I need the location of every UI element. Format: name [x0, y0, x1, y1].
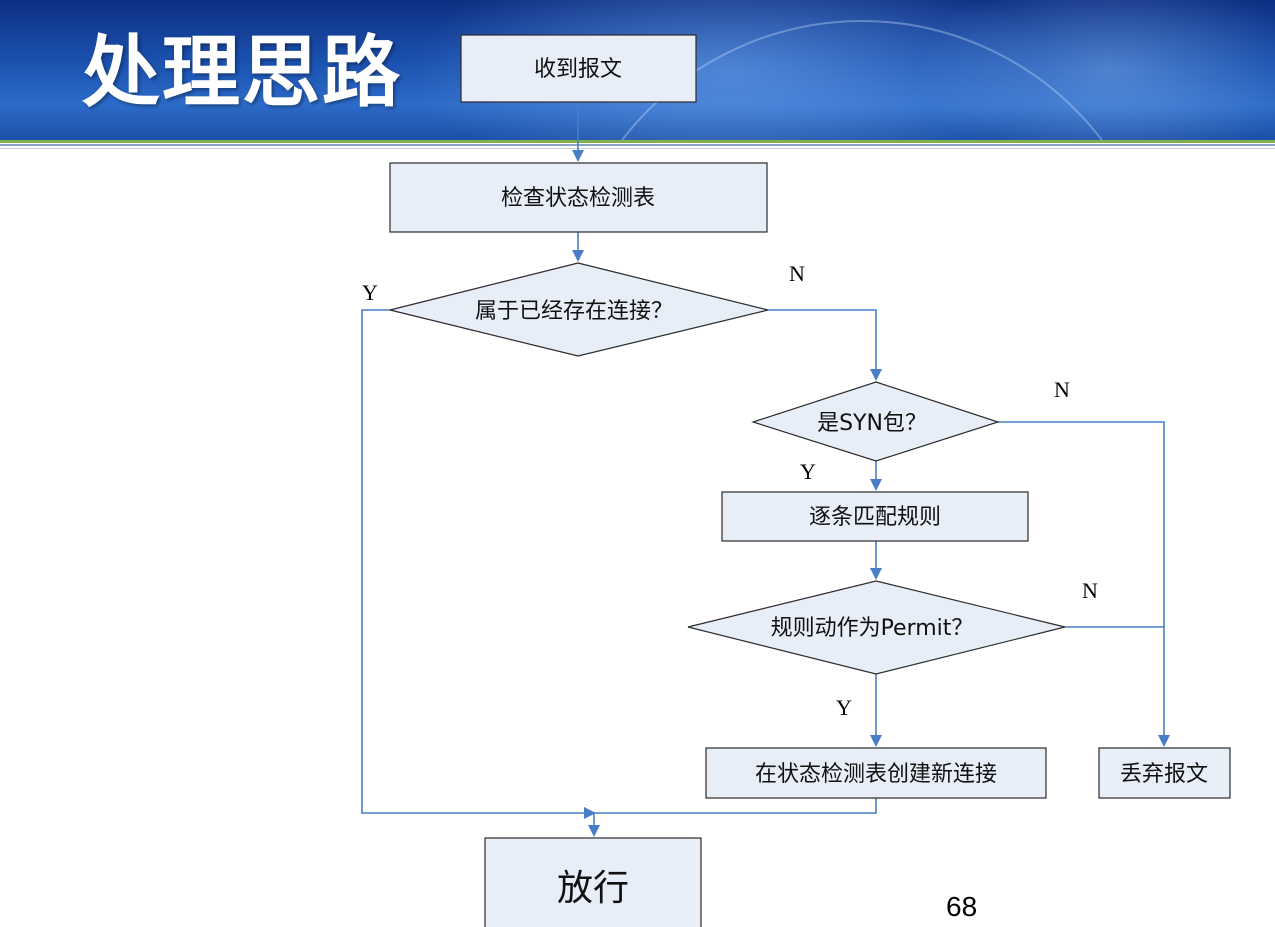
connector-syn-no-to-discard [998, 421, 1170, 747]
page-number: 68 [946, 891, 978, 922]
decision-existing-connection: 属于已经存在连接？ [389, 262, 769, 357]
connectors [361, 102, 1170, 837]
connector-existing-no-to-syn [768, 309, 882, 381]
node-pass-label: 放行 [557, 868, 629, 909]
node-create-connection-label: 在状态检测表创建新连接 [755, 762, 997, 787]
node-receive-label: 收到报文 [534, 57, 622, 82]
label-permit-no: N [1082, 578, 1098, 603]
header-rule-light [0, 148, 1275, 149]
decision-rule-permit-label: 规则动作为Permit？ [771, 616, 974, 641]
decision-existing-connection-label: 属于已经存在连接？ [475, 299, 673, 324]
label-syn-yes: Y [800, 459, 816, 484]
node-match-rules: 逐条匹配规则 [721, 491, 1029, 542]
node-check-table-label: 检查状态检测表 [501, 186, 655, 211]
label-permit-yes: Y [836, 695, 852, 720]
node-discard: 丢弃报文 [1098, 747, 1231, 799]
node-discard-label: 丢弃报文 [1120, 762, 1208, 787]
label-existing-yes: Y [362, 280, 378, 305]
label-syn-no: N [1054, 377, 1070, 402]
header-rule-green [0, 140, 1275, 143]
page-title: 处理思路 [82, 28, 403, 118]
decision-is-syn-label: 是SYN包？ [817, 411, 927, 436]
decision-rule-permit: 规则动作为Permit？ [687, 580, 1066, 675]
node-match-rules-label: 逐条匹配规则 [809, 505, 941, 530]
node-check-table: 检查状态检测表 [389, 162, 768, 233]
slide-header: 处理思路 [0, 0, 1275, 140]
node-receive: 收到报文 [460, 34, 697, 103]
label-existing-no: N [789, 261, 805, 286]
connector-create-to-pass [594, 798, 877, 814]
decision-is-syn: 是SYN包？ [751, 381, 1000, 462]
node-pass: 放行 [484, 837, 702, 927]
node-create-connection: 在状态检测表创建新连接 [705, 747, 1047, 799]
header-rule-blue [0, 144, 1275, 146]
connector-existing-yes-to-pass [361, 309, 596, 819]
